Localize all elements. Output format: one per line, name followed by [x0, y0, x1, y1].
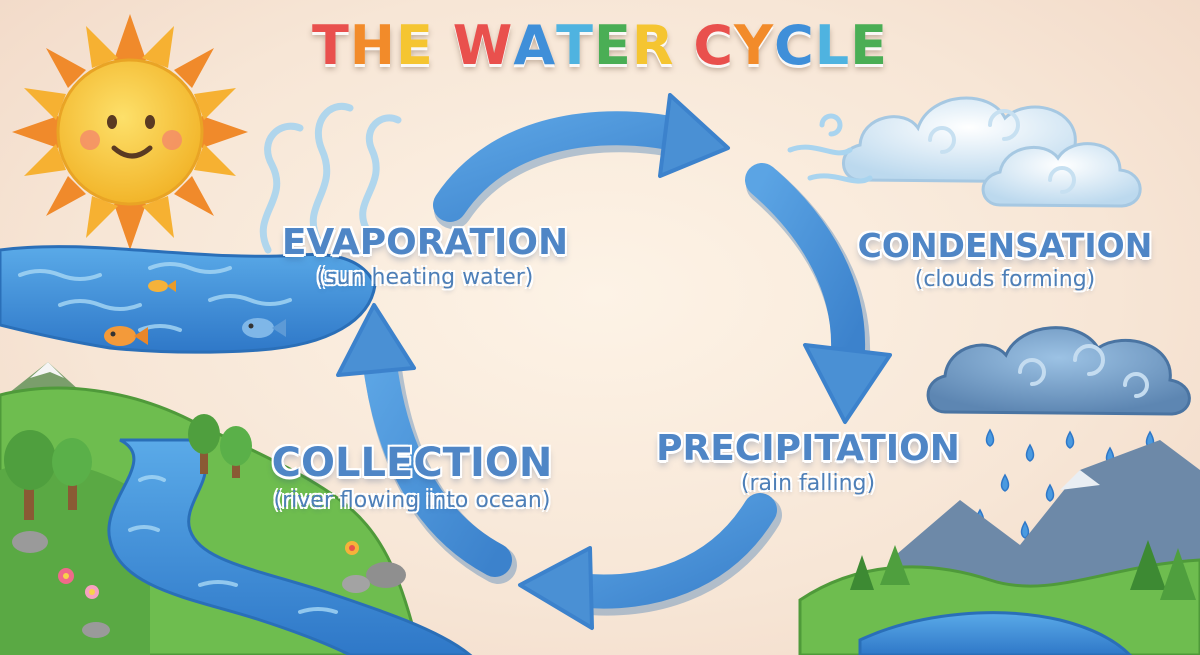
title-letter: E [395, 14, 434, 77]
title-letter: Y [734, 14, 775, 77]
stage-name: COLLECTION [271, 440, 553, 486]
ocean-icon [0, 245, 377, 354]
stage-name: CONDENSATION [857, 226, 1153, 265]
stage-precipitation: PRECIPITATION (rain falling) [638, 428, 978, 496]
stage-detail: (river flowing into ocean) [273, 488, 551, 513]
flower-icon [58, 541, 359, 599]
title-letter: C [693, 14, 734, 77]
diagram-title: THE WATER CYCLE [0, 14, 1200, 77]
stage-collection: COLLECTION (river flowing into ocean) [232, 440, 592, 513]
title-letter: L [814, 14, 851, 77]
mountain-icon [890, 440, 1200, 600]
fish-icon [104, 326, 148, 346]
title-letter: T [311, 14, 350, 77]
stage-detail: (sun heating water) [316, 265, 534, 290]
title-letter: H [349, 14, 396, 77]
title-letter: R [631, 14, 675, 77]
stage-detail: (clouds forming) [914, 267, 1096, 292]
cloud-icon [787, 96, 1142, 208]
rock-icon [12, 531, 406, 638]
title-letter: T [556, 14, 594, 77]
title-letter: A [513, 14, 557, 77]
fish-icon [148, 280, 176, 292]
rain-cloud-icon [926, 326, 1191, 416]
title-letter: E [850, 14, 889, 77]
tree-icon [850, 540, 1196, 600]
stage-name: EVAPORATION [281, 222, 569, 263]
title-letter: C [774, 14, 815, 77]
vapor-icon [259, 102, 402, 254]
title-letter: W [452, 14, 514, 77]
fish-icon [242, 318, 286, 338]
tree-icon [4, 414, 252, 520]
cycle-arrow-icon [336, 93, 892, 630]
sun-icon [12, 14, 248, 250]
stage-condensation: CONDENSATION (clouds forming) [850, 226, 1160, 292]
title-letter: E [593, 14, 632, 77]
stage-detail: (rain falling) [740, 471, 876, 496]
stage-name: PRECIPITATION [656, 428, 960, 469]
stage-evaporation: EVAPORATION (sun heating water) [270, 222, 580, 290]
